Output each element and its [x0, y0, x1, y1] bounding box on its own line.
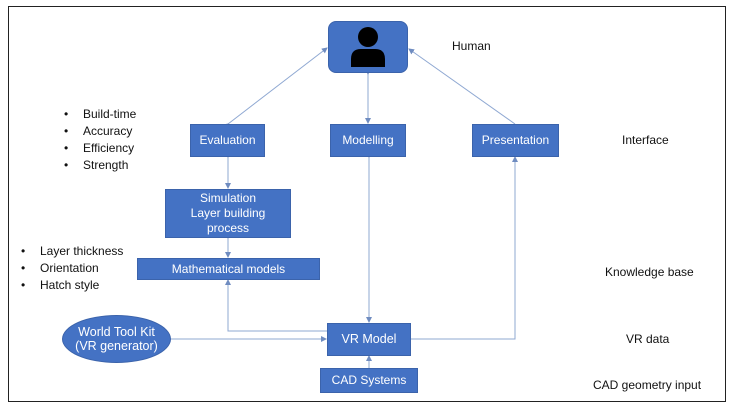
evaluation-criteria-list: Build-time Accuracy Efficiency Strength	[62, 106, 136, 174]
layer-label-human: Human	[452, 39, 491, 53]
simulation-node: Simulation Layer building process	[165, 189, 291, 238]
human-node	[328, 21, 408, 73]
parameter-item: Layer thickness	[19, 243, 123, 260]
evaluation-node: Evaluation	[190, 124, 265, 157]
layer-label-cad-input: CAD geometry input	[593, 378, 702, 392]
connector-presentation-human	[408, 48, 516, 125]
criteria-item: Efficiency	[62, 140, 136, 157]
connector-human-evaluation	[222, 47, 328, 130]
parameter-item: Orientation	[19, 260, 123, 277]
layer-label-vr-data: VR data	[626, 332, 670, 346]
presentation-node: Presentation	[472, 124, 559, 157]
parameter-item: Hatch style	[19, 277, 123, 294]
criteria-item: Accuracy	[62, 123, 136, 140]
simulation-line-1: Simulation	[199, 191, 257, 205]
person-icon	[351, 27, 385, 67]
math-models-node: Mathematical models	[137, 258, 320, 280]
vr-model-node: VR Model	[327, 323, 411, 356]
simulation-line-3: process	[206, 221, 250, 235]
layer-label-knowledge-base: Knowledge base	[605, 265, 694, 279]
criteria-item: Build-time	[62, 106, 136, 123]
world-tool-kit-node: World Tool Kit (VR generator)	[62, 315, 171, 363]
modelling-node: Modelling	[330, 124, 406, 157]
criteria-item: Strength	[62, 157, 136, 174]
connector-vrmodel-presentation	[411, 156, 518, 340]
simulation-line-2: Layer building	[190, 206, 266, 220]
connector-vrmodel-math	[225, 279, 327, 332]
diagram-frame	[8, 6, 726, 402]
layer-label-interface: Interface	[622, 133, 669, 147]
cad-systems-node: CAD Systems	[320, 368, 418, 393]
model-parameters-list: Layer thickness Orientation Hatch style	[19, 243, 123, 294]
wtk-line-2: (VR generator)	[75, 339, 158, 353]
wtk-line-1: World Tool Kit	[78, 325, 155, 339]
